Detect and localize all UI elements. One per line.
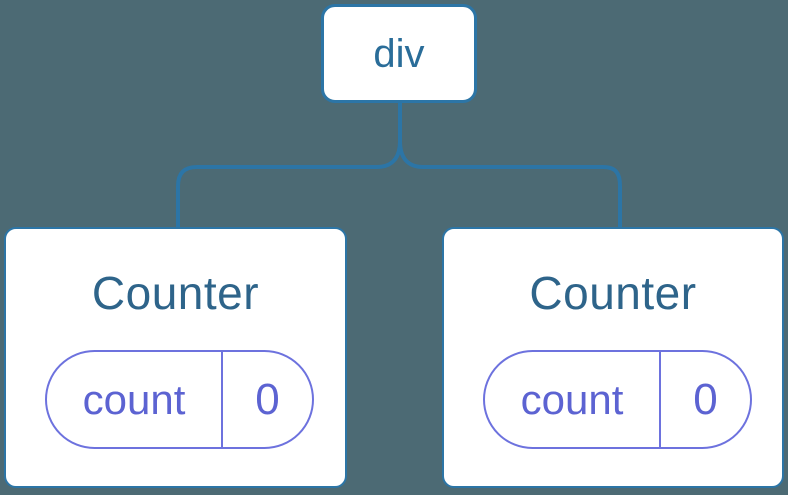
counter-left-state-pill: count 0 (45, 350, 314, 449)
root-node-div: div (321, 4, 477, 103)
counter-right-state-key: count (520, 375, 624, 423)
root-node-label: div (373, 31, 425, 76)
connector-left-branch (176, 140, 402, 233)
counter-left-state-key: count (82, 375, 186, 423)
counter-right-state-value: 0 (659, 352, 750, 447)
counter-right-title: Counter (529, 267, 697, 319)
counter-left-title: Counter (91, 267, 260, 319)
connector-right-branch (398, 140, 622, 233)
counter-node-left: Counter count 0 (4, 227, 347, 488)
counter-node-right: Counter count 0 (442, 227, 784, 488)
counter-left-state-value: 0 (221, 352, 312, 447)
counter-right-state-pill: count 0 (483, 350, 752, 449)
